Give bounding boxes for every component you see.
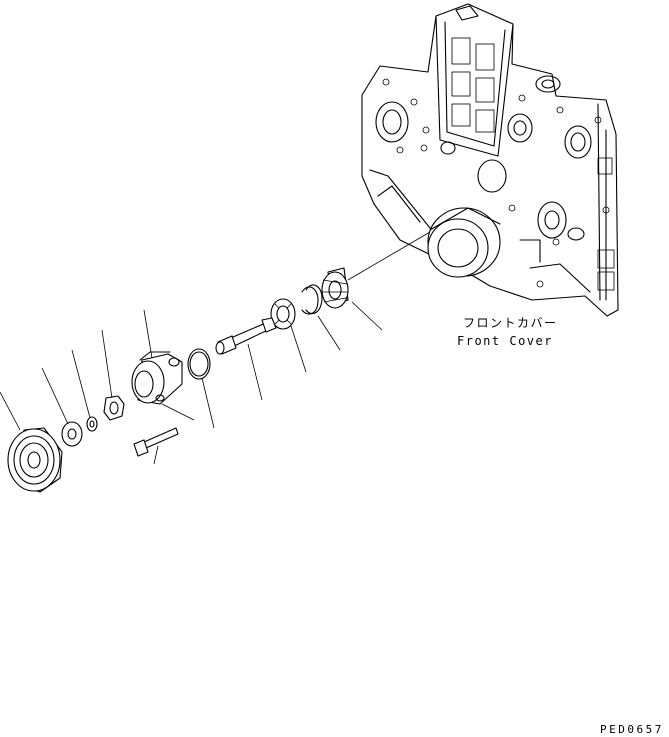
housing xyxy=(131,351,183,405)
front-cover-label-jp: フロントカバー xyxy=(463,316,558,330)
shaft xyxy=(215,317,277,355)
drawing-code: PED0657 xyxy=(600,723,664,736)
pulley xyxy=(7,427,63,493)
snap-ring xyxy=(301,284,323,315)
o-ring xyxy=(187,348,211,380)
drive-gear xyxy=(321,267,349,309)
nut xyxy=(103,395,125,421)
leader-lines xyxy=(0,231,431,465)
front-cover-drawing xyxy=(361,3,619,317)
washer xyxy=(61,421,83,447)
front-cover-label-en: Front Cover xyxy=(457,334,553,348)
bolt xyxy=(133,427,179,457)
spacer xyxy=(86,416,98,432)
bearing xyxy=(270,298,296,330)
